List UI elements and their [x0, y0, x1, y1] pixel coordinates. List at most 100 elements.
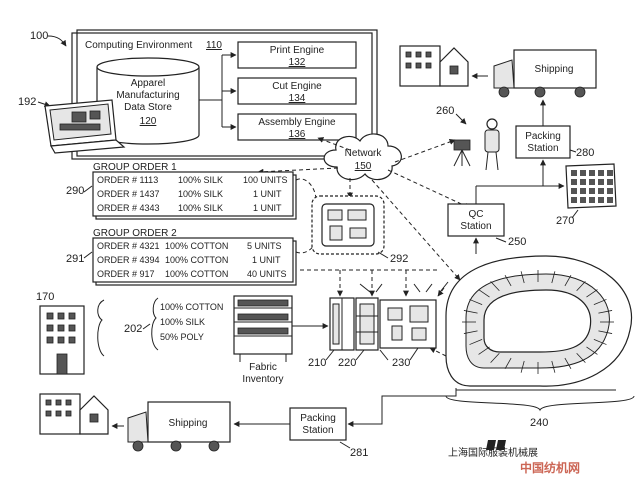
track-tick — [593, 299, 607, 306]
group-order-1-title: GROUP ORDER 1 — [93, 162, 177, 173]
go2-qty-1: 5 UNITS — [247, 241, 282, 251]
group-order-2-rows: ORDER # 4321 100% COTTON 5 UNITS ORDER #… — [97, 241, 287, 279]
go2-material-2: 100% COTTON — [165, 255, 228, 265]
ref-270: 270 — [556, 215, 574, 227]
rack-cell — [598, 179, 604, 185]
print-machine-icon — [329, 297, 355, 351]
shipping-bottom-label: Shipping — [169, 418, 208, 429]
packing-top-line-1: Packing — [525, 131, 561, 142]
rack-cell — [607, 170, 613, 176]
rack-cell — [598, 188, 604, 194]
assembly-engine-label: Assembly Engine — [258, 117, 336, 128]
cut-machine-icon — [355, 297, 379, 351]
ref-192: 192 — [18, 96, 36, 108]
watermark-logo: 上海国际服装机械展 中国纺机网 — [448, 440, 580, 475]
conveyor-track-icon — [445, 255, 633, 387]
packing-bottom-line-1: Packing — [300, 413, 336, 424]
rack-cell — [571, 197, 577, 203]
ref-134: 134 — [289, 93, 306, 104]
track-tick — [551, 360, 556, 373]
qc-station-line-1: QC — [469, 209, 484, 220]
print-engine-label: Print Engine — [270, 45, 325, 56]
rack-cell — [571, 188, 577, 194]
ref-291: 291 — [66, 253, 84, 265]
go1-order-2: ORDER # 1437 — [97, 189, 160, 199]
data-store-line-3: Data Store — [124, 102, 172, 113]
packing-top-line-2: Station — [527, 143, 558, 154]
track-tick — [463, 310, 478, 314]
rack-cell — [571, 170, 577, 176]
track-tick — [576, 353, 586, 363]
rack-cell — [580, 188, 586, 194]
dashed-feed-lines — [300, 269, 440, 297]
rack-cell — [580, 179, 586, 185]
packing-bottom-line-2: Station — [302, 425, 333, 436]
track-tick — [504, 357, 512, 370]
grouping-controller-icon — [311, 195, 385, 255]
track-tick — [490, 281, 500, 291]
building-brace — [97, 299, 105, 357]
bottom-building-icon — [39, 393, 109, 435]
packing-station-bottom-box — [289, 407, 347, 441]
rack-cell — [589, 170, 595, 176]
go1-qty-1: 100 UNITS — [243, 175, 288, 185]
ref-240: 240 — [530, 417, 548, 429]
fabric-material-3: 50% POLY — [160, 332, 204, 342]
track-tick — [469, 299, 483, 306]
go2-qty-2: 1 UNIT — [252, 255, 281, 265]
rack-cell — [589, 197, 595, 203]
group-order-2-title: GROUP ORDER 2 — [93, 228, 177, 239]
warehouse-building-icon — [39, 305, 85, 375]
go2-order-2: ORDER # 4394 — [97, 255, 160, 265]
store-to-engines-connector — [199, 52, 237, 130]
go1-material-1: 100% SILK — [178, 175, 223, 185]
rack-cell — [607, 179, 613, 185]
ref-280: 280 — [576, 147, 594, 159]
go1-material-3: 100% SILK — [178, 203, 223, 213]
rack-cell — [580, 170, 586, 176]
ref-132: 132 — [289, 57, 306, 68]
ref-281: 281 — [350, 447, 368, 459]
rack-cell — [607, 197, 613, 203]
track-tick — [593, 338, 607, 345]
track-tick — [551, 271, 556, 284]
worker-icon — [484, 118, 500, 171]
svg-text:上海国际服装机械展: 上海国际服装机械展 — [448, 446, 538, 459]
assembly-machine-icon — [359, 281, 449, 349]
network-links — [257, 137, 471, 281]
rack-cell — [580, 197, 586, 203]
ref-110: 110 — [206, 40, 222, 51]
rack-cell — [589, 179, 595, 185]
go2-qty-3: 40 UNITS — [247, 269, 287, 279]
group-order-1-panel — [92, 171, 294, 217]
ref-100: 100 — [30, 30, 48, 42]
track-tick — [564, 357, 572, 370]
top-shipping-truck-icon — [493, 49, 597, 98]
go2-order-1: ORDER # 4321 — [97, 241, 160, 251]
svg-text:中国纺机网: 中国纺机网 — [520, 460, 580, 475]
rack-cell — [598, 170, 604, 176]
ref-260: 260 — [436, 105, 454, 117]
track-tick — [463, 330, 478, 334]
data-store-icon — [96, 57, 200, 145]
track-tick — [586, 346, 598, 355]
computing-env-title: Computing Environment — [85, 40, 192, 51]
group-order-1-rows: ORDER # 1113 100% SILK 100 UNITS ORDER #… — [97, 175, 288, 213]
network-label: Network — [345, 148, 383, 159]
track-tick — [478, 289, 490, 298]
ref-250: 250 — [508, 236, 526, 248]
ref-150: 150 — [355, 161, 372, 172]
assembly-engine-box — [237, 113, 357, 141]
track-tick — [520, 271, 525, 284]
cut-engine-label: Cut Engine — [272, 81, 322, 92]
track-brace — [445, 395, 635, 412]
fabric-brace — [151, 297, 159, 351]
data-store-line-2: Manufacturing — [116, 90, 179, 101]
fabric-material-1: 100% COTTON — [160, 302, 223, 312]
go1-order-3: ORDER # 4343 — [97, 203, 160, 213]
computing-environment-shadow — [71, 32, 373, 160]
top-building-icon — [399, 45, 469, 87]
ref-230: 230 — [392, 357, 410, 369]
track-tick — [478, 346, 490, 355]
